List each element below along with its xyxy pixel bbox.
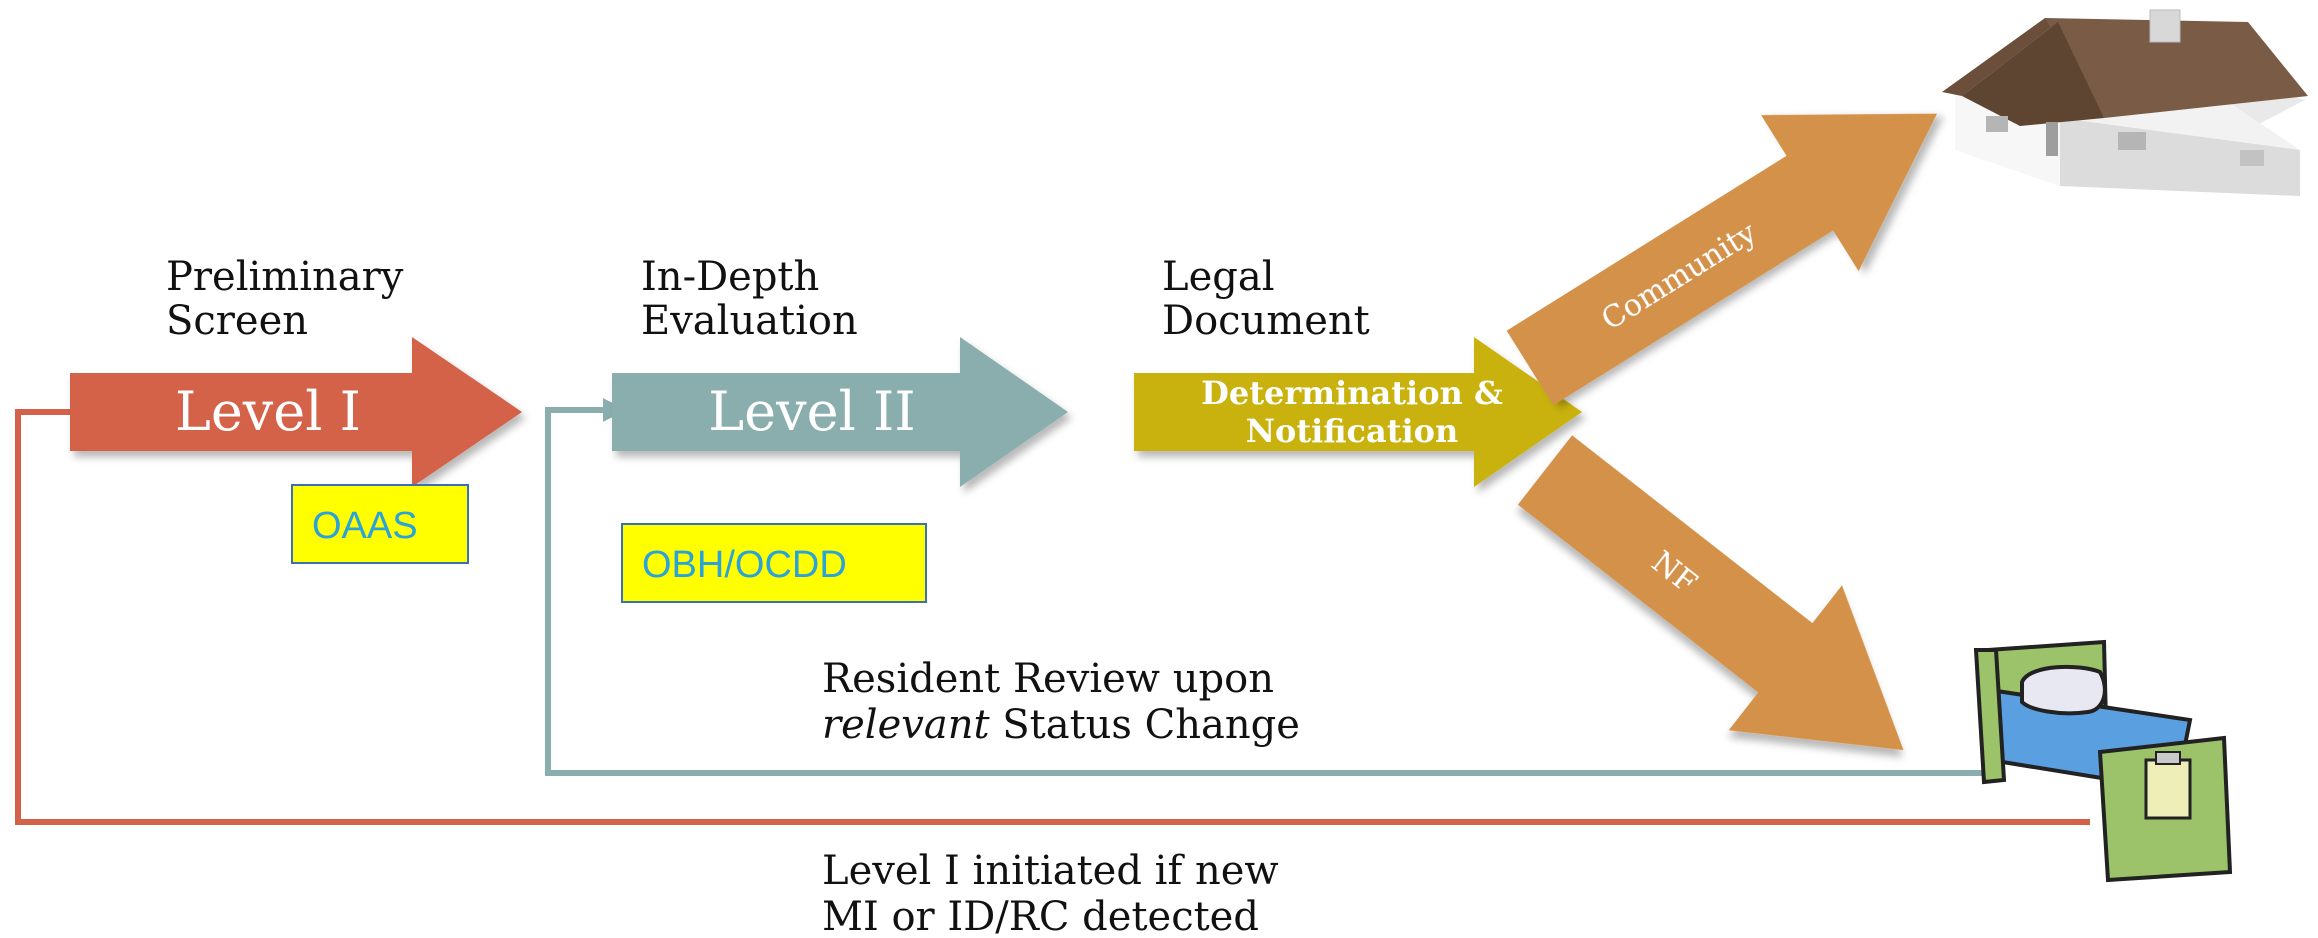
obh-ocdd-label: OBH/OCDD <box>642 544 847 586</box>
resident-review-line1: Resident Review upon <box>822 656 1274 702</box>
determination-heading-line1: Legal <box>1162 254 1274 300</box>
level1-loop-line <box>15 400 2090 825</box>
level2-arrow-label: Level II <box>708 380 915 443</box>
determination-arrow-line2: Notification <box>1246 412 1459 450</box>
level1-loop-line1: Level I initiated if new <box>822 848 1279 894</box>
resident-review-rest: Status Change <box>990 702 1300 748</box>
resident-review-italic: relevant <box>822 702 990 748</box>
obh-ocdd-box: OBH/OCDD <box>621 523 927 603</box>
oaas-box: OAAS <box>291 484 469 564</box>
level1-loop-line2: MI or ID/RC detected <box>822 894 1259 938</box>
house-icon <box>1942 9 2308 196</box>
determination-arrow <box>1134 337 1582 487</box>
nf-arrow: NF <box>1517 435 1904 751</box>
bed-icon <box>1973 639 2233 883</box>
level1-arrow-label: Level I <box>175 380 361 443</box>
level1-heading-line2: Screen <box>166 298 308 344</box>
level2-arrow <box>612 337 1068 487</box>
level1-heading-line1: Preliminary <box>166 254 404 300</box>
resident-review-loop-line <box>545 398 1990 776</box>
determination-heading-line2: Document <box>1162 298 1370 344</box>
resident-review-line2: relevant Status Change <box>822 702 1300 748</box>
level1-arrow <box>70 337 522 487</box>
level2-heading-line2: Evaluation <box>641 298 858 344</box>
community-arrow: Community <box>1506 113 1938 406</box>
determination-arrow-line1: Determination & <box>1201 374 1503 412</box>
level2-heading-line1: In-Depth <box>641 254 819 300</box>
oaas-label: OAAS <box>312 505 418 547</box>
